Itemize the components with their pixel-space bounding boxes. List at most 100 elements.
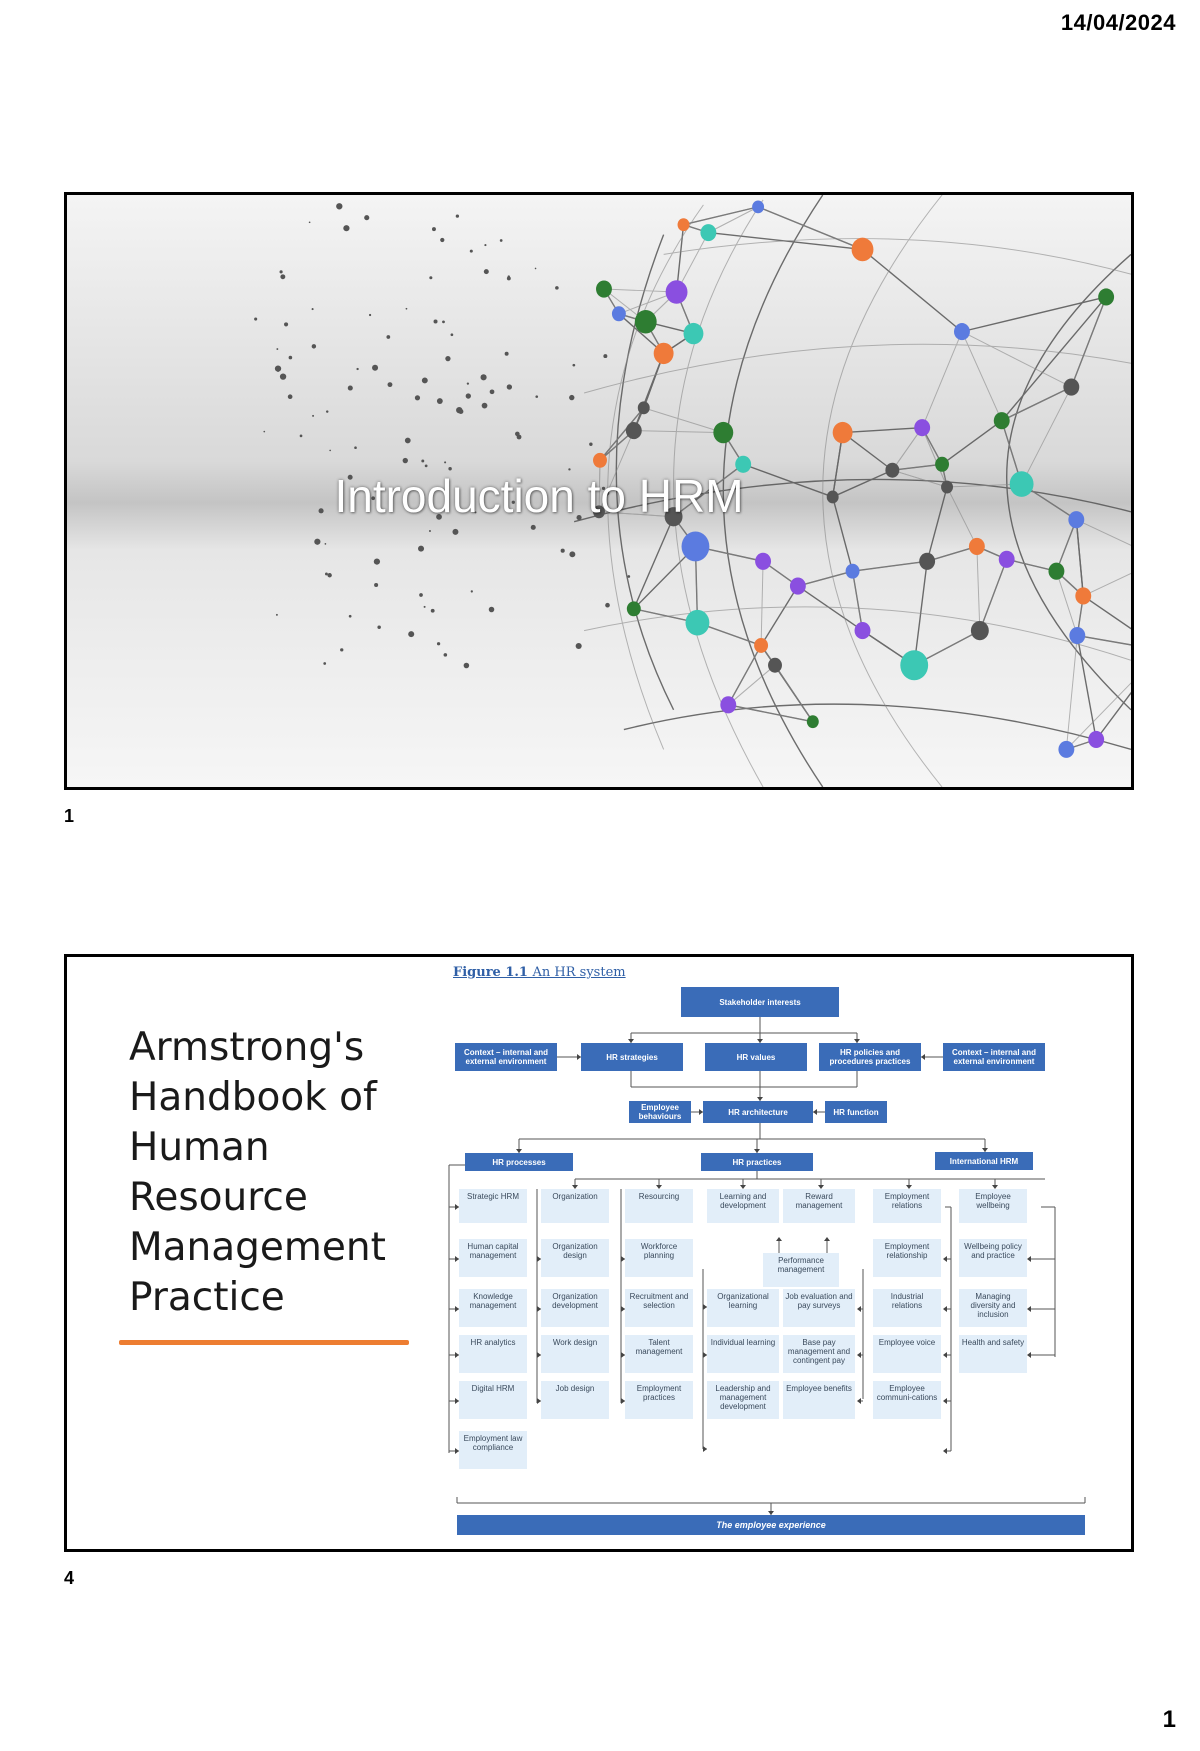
- network-link: [1065, 635, 1078, 750]
- network-dust-dot: [463, 662, 470, 669]
- connector-arrow: [854, 1039, 860, 1043]
- network-dust-dot: [429, 276, 433, 280]
- network-link: [1055, 571, 1078, 636]
- network-dust-dot: [387, 382, 393, 388]
- node-practice-6-1: Wellbeing policy and practice: [959, 1239, 1027, 1277]
- network-node: [685, 609, 710, 636]
- network-node: [713, 421, 734, 444]
- network-link: [979, 559, 1008, 631]
- network-link: [598, 511, 674, 518]
- connector-arrow: [455, 1256, 459, 1262]
- network-dust-dot: [402, 457, 408, 464]
- network-dust-dot: [572, 363, 576, 367]
- network-dust-dot: [279, 270, 283, 274]
- network-dust-dot: [601, 486, 606, 490]
- network-link: [760, 561, 764, 646]
- node-hr-processes: HR processes: [465, 1153, 573, 1171]
- network-link: [862, 248, 963, 333]
- network-link: [643, 407, 724, 434]
- network-dust-dot: [414, 395, 421, 401]
- network-link: [599, 407, 645, 461]
- network-dust-dot: [405, 307, 408, 310]
- network-node: [789, 577, 806, 595]
- network-link: [892, 469, 948, 488]
- network-dust-dot: [455, 214, 460, 218]
- network-link: [708, 206, 759, 234]
- network-dust-dot: [424, 464, 428, 468]
- network-dust-dot: [276, 348, 279, 350]
- network-dust-dot: [428, 530, 431, 532]
- network-dust-dot: [423, 605, 426, 608]
- network-node: [626, 601, 641, 617]
- network-arc: [583, 606, 1131, 661]
- network-arc: [623, 703, 1131, 751]
- network-arc: [583, 343, 1131, 394]
- connector-arrow: [818, 1185, 824, 1189]
- network-dust-dot: [372, 364, 379, 371]
- network-link: [941, 420, 1003, 465]
- figure-caption-number: Figure 1.1: [453, 965, 528, 980]
- network-dust-dot: [327, 573, 332, 578]
- network-link: [757, 206, 863, 250]
- connector-arrow: [703, 1446, 707, 1452]
- network-link: [598, 460, 601, 512]
- network-arc: [722, 195, 824, 787]
- network-dust-dot: [506, 384, 513, 390]
- network-dust-dot: [481, 402, 488, 409]
- node-international-hrm: International HRM: [935, 1152, 1033, 1170]
- network-link: [891, 427, 923, 471]
- network-dust-dot: [433, 319, 438, 324]
- network-link: [1001, 386, 1072, 422]
- network-dust-dot: [530, 524, 536, 530]
- network-link: [727, 664, 776, 706]
- network-dust-dot: [499, 239, 503, 242]
- network-node: [1069, 626, 1086, 645]
- network-node: [611, 306, 626, 322]
- network-node: [935, 456, 950, 472]
- network-node: [854, 622, 871, 640]
- node-practice-1-1: Organization design: [541, 1239, 609, 1277]
- network-dust-dot: [558, 489, 560, 492]
- network-dust-dot: [325, 572, 328, 576]
- network-dust-dot: [308, 221, 311, 224]
- network-link: [774, 664, 814, 722]
- node-practice-3-3: Leadership and management development: [707, 1381, 779, 1419]
- node-practice-4-3: Employee benefits: [783, 1381, 855, 1419]
- network-arc: [607, 204, 704, 750]
- figure-caption-text: An HR system: [532, 965, 626, 980]
- network-dust-dot: [483, 269, 489, 275]
- network-dust-dot: [569, 551, 576, 558]
- network-arc: [822, 195, 943, 787]
- network-node: [1075, 587, 1092, 605]
- network-dust-dot: [443, 653, 448, 657]
- network-arc: [1006, 253, 1131, 711]
- slide-thumbnail-4[interactable]: Armstrong's Handbook of Human Resource M…: [64, 954, 1134, 1552]
- network-dust-dot: [323, 662, 327, 665]
- network-dust-dot: [605, 602, 610, 608]
- node-practice-0-5: Employment law compliance: [459, 1431, 527, 1469]
- connector-arrow: [813, 1109, 817, 1115]
- network-link: [1021, 386, 1072, 485]
- network-dust-dot: [555, 286, 559, 290]
- connector-arrow: [824, 1237, 830, 1241]
- connector-arrow: [516, 1149, 522, 1153]
- slide-1-title: Introduction to HRM: [67, 469, 1131, 523]
- network-dust-dot: [325, 410, 329, 413]
- node-practice-1-2: Organization development: [541, 1289, 609, 1327]
- network-dust-dot: [432, 227, 436, 232]
- node-practice-2-0: Resourcing: [625, 1189, 693, 1223]
- slide-4-title: Armstrong's Handbook of Human Resource M…: [129, 1025, 386, 1320]
- network-dust-dot: [465, 393, 471, 399]
- network-link: [946, 486, 978, 547]
- network-link: [842, 426, 923, 434]
- network-dust-dot: [440, 237, 445, 243]
- slide-thumbnail-1[interactable]: Introduction to HRM: [64, 192, 1134, 790]
- network-dust-dot: [404, 437, 411, 444]
- connector-arrow: [982, 1148, 988, 1152]
- network-node: [596, 280, 612, 298]
- network-dust-dot: [430, 608, 435, 613]
- network-link: [633, 545, 696, 610]
- network-link: [1006, 558, 1057, 572]
- network-link: [797, 570, 853, 587]
- network-link: [727, 645, 762, 706]
